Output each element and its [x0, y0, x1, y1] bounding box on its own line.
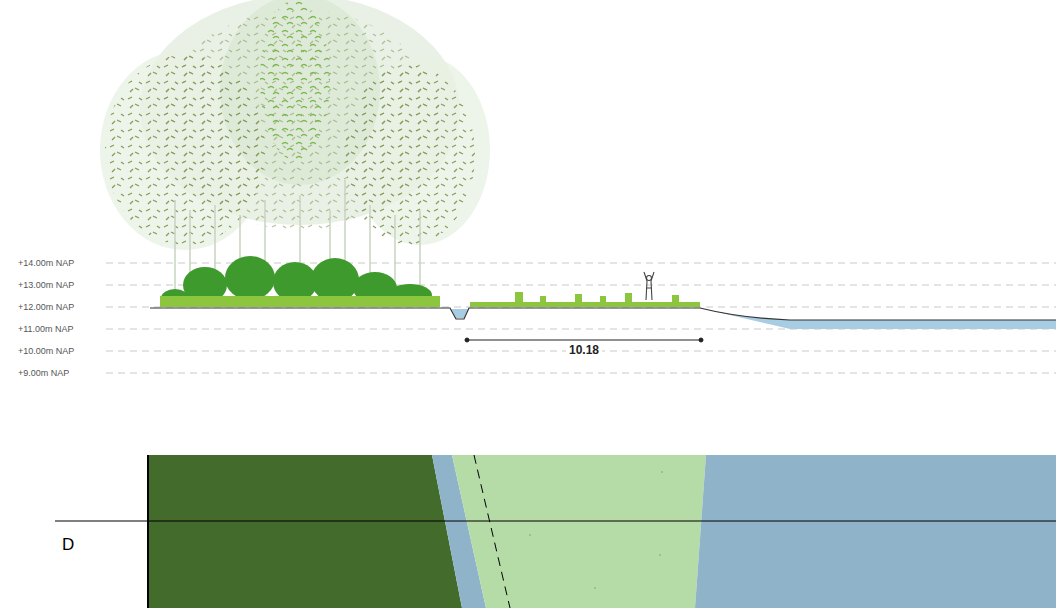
elevation-label: +14.00m NAP	[18, 258, 74, 269]
elevation-label: +12.00m NAP	[18, 302, 74, 313]
grass	[160, 292, 700, 307]
elevation-label: +11.00m NAP	[18, 324, 74, 335]
elevation-label: +13.00m NAP	[18, 280, 74, 291]
tree-canopy	[100, 0, 490, 250]
tree-trunks	[175, 180, 420, 306]
person-figure	[644, 272, 654, 300]
elevation-label: +9.00m NAP	[18, 368, 69, 379]
section-marker: D	[62, 535, 74, 555]
dimension-line	[465, 338, 703, 342]
plan-view	[55, 455, 1056, 608]
elevation-label: +10.00m NAP	[18, 346, 74, 357]
dimension-value: 10.18	[566, 345, 602, 356]
water	[700, 308, 1056, 329]
ground-line	[150, 308, 1056, 320]
